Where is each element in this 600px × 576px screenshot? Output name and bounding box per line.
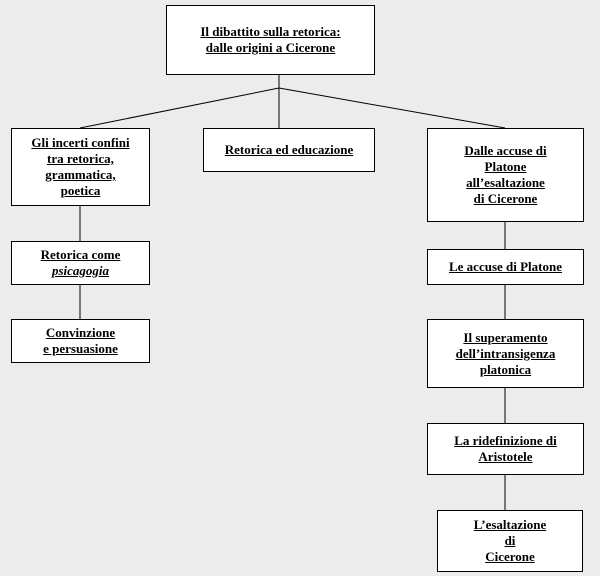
- right-child-2-line-2: dell’intransigenza: [455, 345, 556, 361]
- left-branch-node: Gli incerti confini tra retorica, gramma…: [11, 128, 150, 206]
- middle-branch-title: Retorica ed educazione: [224, 142, 354, 157]
- connector-root-to-left: [79, 87, 280, 129]
- connector-root-to-right: [278, 87, 506, 129]
- right-child-4-line-1: L’esaltazione: [473, 517, 547, 532]
- left-child-1-line-2: psicagogia: [41, 263, 121, 279]
- right-branch-node: Dalle accuse di Platone all’esaltazione …: [427, 128, 584, 222]
- right-branch-line-2: Platone: [484, 159, 527, 174]
- right-child-4-line-3: Cicerone: [485, 549, 535, 564]
- root-line-1: Il dibattito sulla retorica:: [200, 24, 341, 39]
- right-branch-line-3: all’esaltazione: [466, 175, 545, 190]
- right-child-4-node: L’esaltazione di Cicerone: [437, 510, 583, 572]
- left-branch-line-1: Gli incerti confini: [31, 135, 130, 150]
- root-line-2: dalle origini a Cicerone: [205, 40, 336, 55]
- right-child-2-node: Il superamento dell’intransigenza platon…: [427, 319, 584, 388]
- left-child-2-line-2: e persuasione: [43, 341, 118, 356]
- left-child-1-node: Retorica come psicagogia: [11, 241, 150, 285]
- right-child-3-line-2: Aristotele: [478, 449, 533, 464]
- right-branch-line-4: di Cicerone: [473, 191, 538, 206]
- right-child-3-node: La ridefinizione di Aristotele: [427, 423, 584, 475]
- left-child-2-node: Convinzione e persuasione: [11, 319, 150, 363]
- left-child-2-line-1: Convinzione: [45, 325, 116, 340]
- root-node: Il dibattito sulla retorica: dalle origi…: [166, 5, 375, 75]
- right-child-1-node: Le accuse di Platone: [427, 249, 584, 285]
- right-child-1-title: Le accuse di Platone: [448, 259, 562, 274]
- right-child-2-line-1: Il superamento: [463, 329, 548, 345]
- right-child-3-line-1: La ridefinizione di: [454, 433, 557, 448]
- left-child-1-italic: psicagogia: [51, 263, 110, 278]
- middle-branch-node: Retorica ed educazione: [203, 128, 375, 172]
- left-branch-line-4: poetica: [60, 183, 101, 198]
- right-branch-line-1: Dalle accuse di: [464, 143, 547, 158]
- right-child-2-line-3: platonica: [479, 361, 532, 377]
- left-child-1-line-1: Retorica come: [40, 247, 121, 262]
- right-child-4-line-2: di: [504, 533, 516, 548]
- left-branch-line-2: tra retorica,: [47, 151, 114, 166]
- left-branch-line-3: grammatica,: [45, 167, 116, 182]
